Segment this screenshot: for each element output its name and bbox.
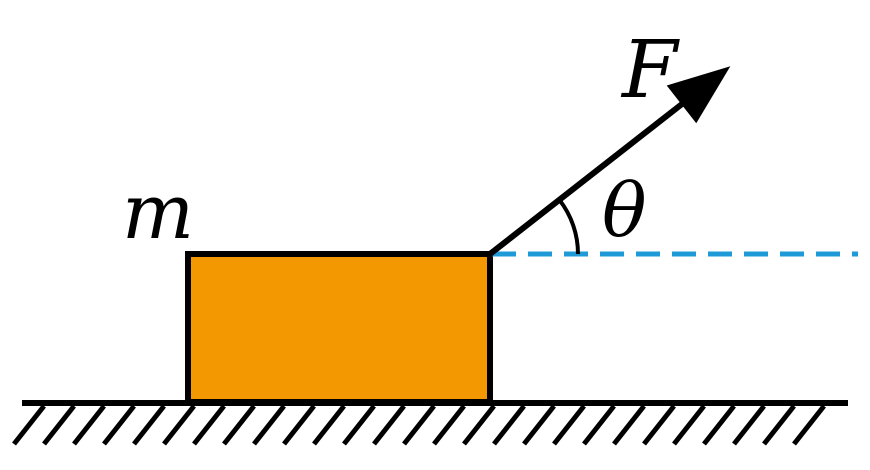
hatch-stroke [252, 404, 286, 446]
force-vector-shaft [487, 98, 688, 257]
hatch-stroke [372, 404, 406, 446]
force-label: F [620, 23, 680, 116]
hatch-stroke [342, 404, 376, 446]
hatch-stroke [102, 404, 136, 446]
hatch-stroke [762, 404, 796, 446]
hatch-stroke [732, 404, 766, 446]
hatch-stroke [42, 404, 76, 446]
angle-arc [557, 198, 580, 255]
hatch-stroke [462, 404, 496, 446]
angle-label: θ [602, 168, 647, 254]
hatch-stroke [642, 404, 676, 446]
hatch-stroke [192, 404, 226, 446]
hatch-stroke [672, 404, 706, 446]
hatch-stroke [132, 404, 166, 446]
hatch-stroke [522, 404, 556, 446]
hatch-stroke [612, 404, 646, 446]
hatch-stroke [492, 404, 526, 446]
hatch-stroke [582, 404, 616, 446]
hatch-stroke [402, 404, 436, 446]
force-vector-arrowhead [666, 66, 731, 124]
hatch-stroke [282, 404, 316, 446]
ground-hatching [12, 404, 826, 446]
hatch-stroke [222, 404, 256, 446]
mass-label: m [122, 167, 194, 256]
hatch-stroke [162, 404, 196, 446]
hatch-stroke [792, 404, 826, 446]
hatch-stroke [432, 404, 466, 446]
hatch-stroke [312, 404, 346, 446]
hatch-stroke [12, 404, 46, 446]
hatch-stroke [552, 404, 586, 446]
hatch-stroke [72, 404, 106, 446]
hatch-stroke [702, 404, 736, 446]
mass-block [185, 251, 493, 405]
